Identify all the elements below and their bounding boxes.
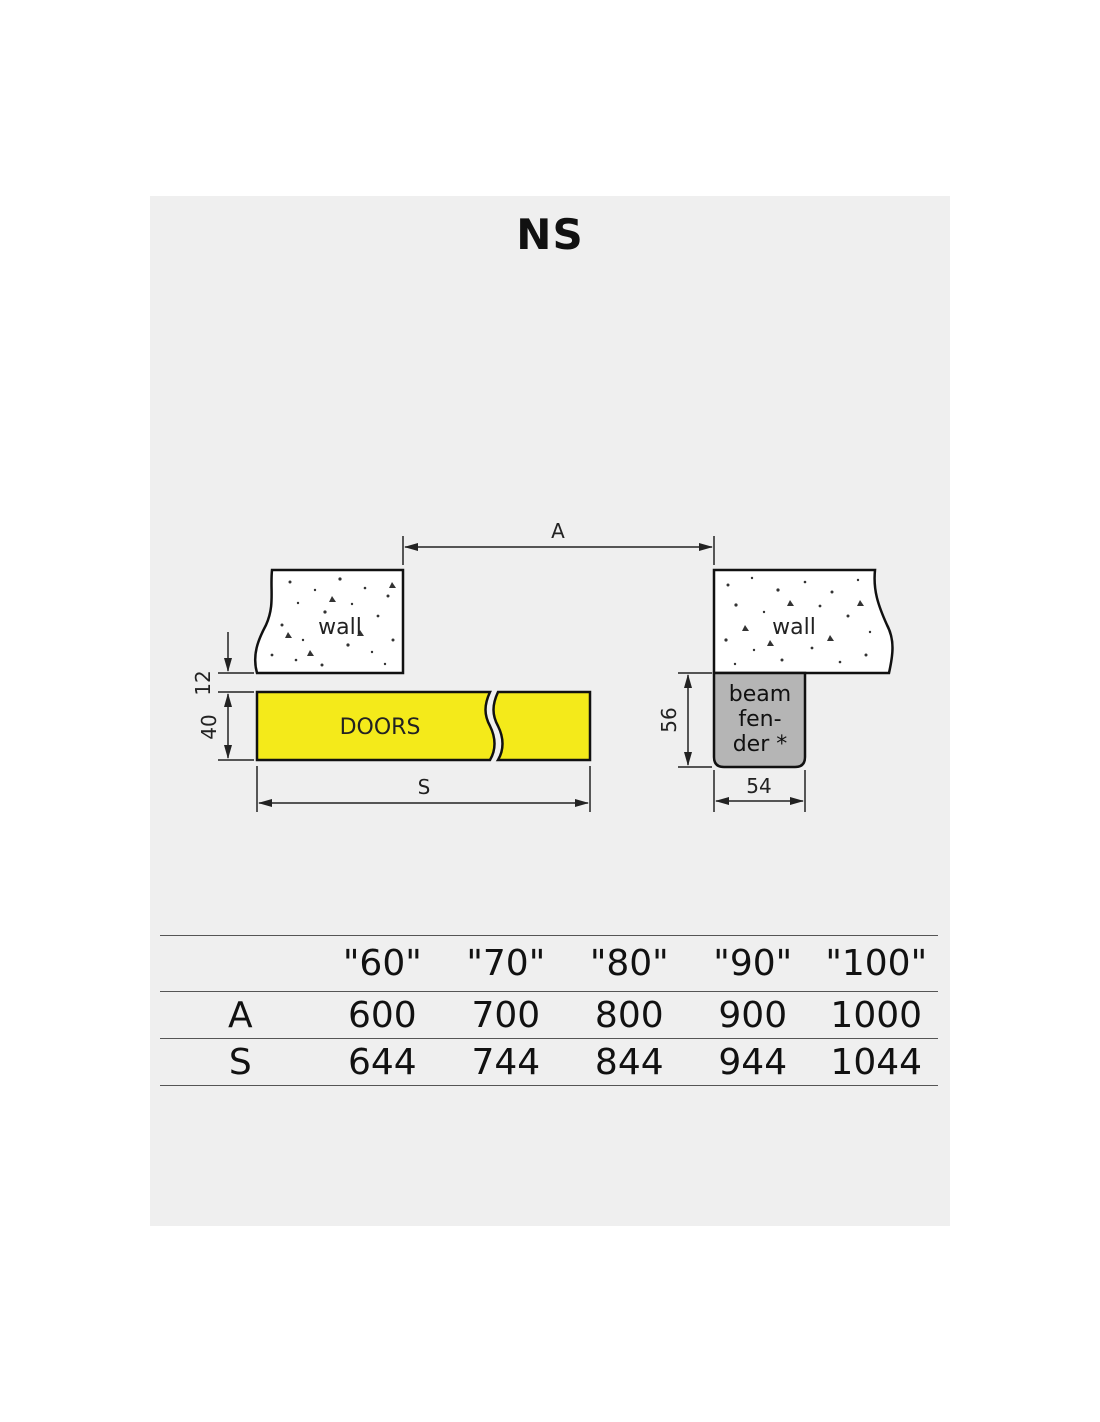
door-label: DOORS: [340, 715, 421, 740]
table-cell: 1000: [830, 994, 923, 1036]
table-cell: 644: [347, 1041, 417, 1083]
table-cell: 800: [594, 994, 664, 1036]
door-panel: DOORS: [255, 690, 592, 762]
fender-label-line1: beam: [729, 682, 791, 707]
column-header: "70": [466, 943, 546, 984]
right-wall: wall: [712, 568, 894, 675]
fender-label-line3: der *: [733, 732, 788, 757]
column-header: "90": [713, 943, 793, 984]
table-header-row: "60" "70" "80" "90" "100": [160, 935, 938, 992]
size-table: "60" "70" "80" "90" "100" A 600 700 800 …: [160, 935, 938, 1086]
fender-label-line2: fen-: [738, 707, 781, 732]
table-cell: 844: [594, 1041, 664, 1083]
dimension-fender-height: 56: [657, 672, 712, 768]
table-cell: 700: [471, 994, 541, 1036]
table-corner-cell: [160, 936, 321, 992]
left-wall: wall: [253, 568, 405, 675]
beam-fender: beam fen- der *: [712, 671, 807, 769]
table-cell: 1044: [830, 1041, 923, 1083]
dimension-fender-width-label: 54: [746, 774, 771, 798]
row-label: S: [228, 1041, 252, 1083]
dimension-a-label: A: [551, 519, 565, 543]
left-wall-label: wall: [318, 615, 362, 640]
column-header: "100": [825, 943, 928, 984]
page-title: NS: [516, 210, 584, 259]
dimension-s: S: [256, 766, 591, 812]
dimension-gap-and-thickness: 12 40: [191, 632, 254, 761]
table-cell: 900: [718, 994, 788, 1036]
dimension-gap-label: 12: [191, 670, 215, 695]
table-row-a: A 600 700 800 900 1000: [160, 992, 938, 1039]
table-cell: 944: [718, 1041, 788, 1083]
column-header: "60": [342, 943, 422, 984]
table-row-s: S 644 744 844 944 1044: [160, 1039, 938, 1086]
dimension-fender-height-label: 56: [657, 707, 681, 732]
dimension-a: A: [402, 519, 715, 565]
row-label: A: [227, 994, 253, 1036]
right-wall-label: wall: [772, 615, 816, 640]
table-cell: 600: [347, 994, 417, 1036]
dimension-s-label: S: [418, 775, 431, 799]
table-cell: 744: [471, 1041, 541, 1083]
column-header: "80": [589, 943, 669, 984]
dimension-fender-width: 54: [713, 770, 806, 812]
dimension-thickness-label: 40: [197, 714, 221, 739]
